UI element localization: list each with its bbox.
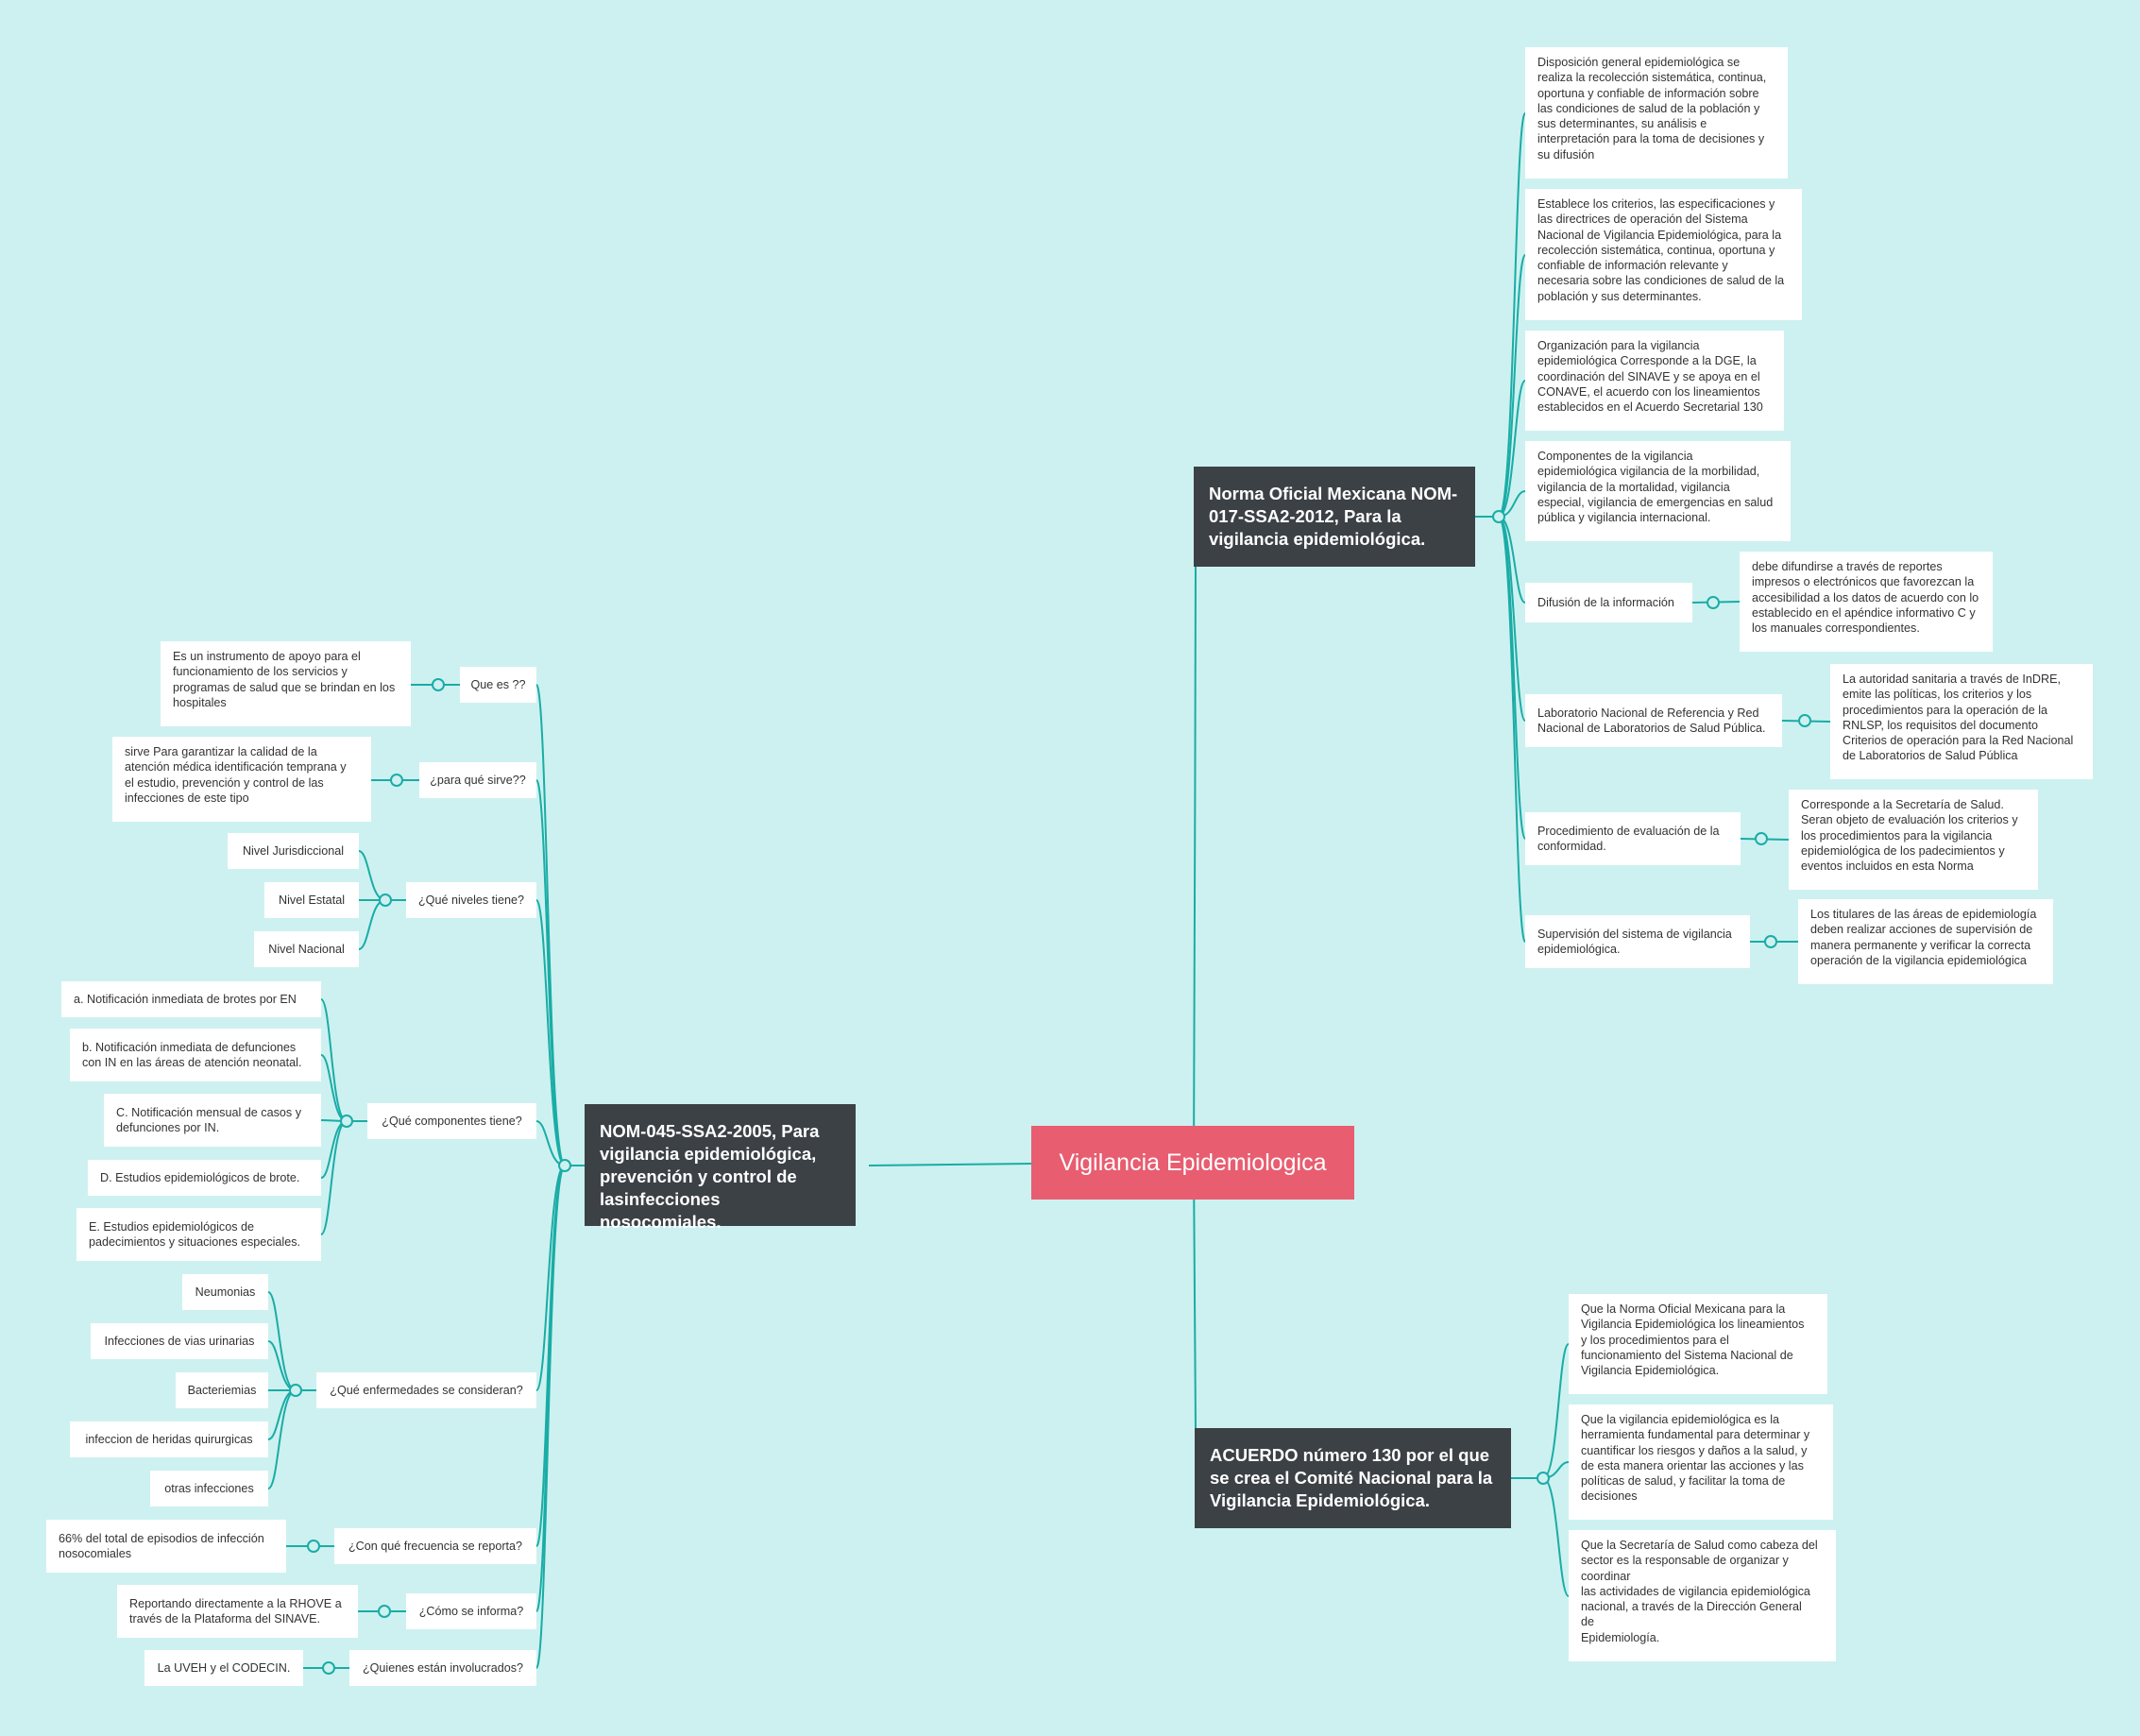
answer-bacteriemias[interactable]: Bacteriemias: [176, 1372, 268, 1408]
nom017-detail-supervision[interactable]: Los titulares de las áreas de epidemiolo…: [1798, 899, 2053, 984]
branch-acuerdo130[interactable]: ACUERDO número 130 por el que se crea el…: [1195, 1428, 1511, 1528]
connector-enfermedades: [267, 1389, 297, 1489]
central-topic[interactable]: Vigilancia Epidemiologica: [1031, 1126, 1354, 1200]
nom017-item-supervision[interactable]: Supervisión del sistema de vigilancia ep…: [1525, 915, 1750, 968]
question-niveles[interactable]: ¿Qué niveles tiene?: [406, 882, 536, 918]
acuerdo-knob: [1537, 1472, 1550, 1485]
question-para-que-sirve[interactable]: ¿para qué sirve??: [419, 762, 536, 798]
nom017-item-disposicion[interactable]: Disposición general epidemiológica se re…: [1525, 47, 1788, 179]
answer-componente-b[interactable]: b. Notificación inmediata de defunciones…: [70, 1029, 321, 1081]
question-componentes[interactable]: ¿Qué componentes tiene?: [367, 1103, 536, 1139]
nom017-item-establece[interactable]: Establece los criterios, las especificac…: [1525, 189, 1802, 320]
answer-heridas-quirurgicas[interactable]: infeccion de heridas quirurgicas: [70, 1421, 268, 1457]
question-knob: [432, 678, 445, 691]
connector-nom045: [535, 1165, 566, 1612]
branch-nom017-title: Norma Oficial Mexicana NOM-017-SSA2-2012…: [1209, 484, 1458, 549]
connector-central-acuerdo: [1193, 1163, 1197, 1429]
answer-componente-d[interactable]: D. Estudios epidemiológicos de brote.: [88, 1160, 321, 1196]
connector-nom017: [1498, 516, 1526, 722]
nom017-detail-knob: [1798, 714, 1811, 727]
branch-acuerdo130-title: ACUERDO número 130 por el que se crea el…: [1210, 1445, 1493, 1510]
connector-enfermedades: [267, 1389, 297, 1440]
question-enfermedades[interactable]: ¿Qué enfermedades se consideran?: [316, 1372, 536, 1408]
niveles-knob: [379, 894, 392, 907]
connector-niveles: [358, 899, 386, 950]
connector-nom045: [535, 899, 566, 1166]
nom017-item-difusion[interactable]: Difusión de la información: [1525, 583, 1692, 622]
connector-nom017: [1498, 112, 1526, 518]
question-knob: [378, 1605, 391, 1618]
answer-nivel-estatal[interactable]: Nivel Estatal: [264, 882, 359, 918]
connector-nom017: [1498, 380, 1526, 518]
connector-acuerdo: [1542, 1477, 1570, 1597]
answer-neumonias[interactable]: Neumonias: [182, 1274, 268, 1310]
question-knob: [307, 1540, 320, 1553]
acuerdo-item-herramienta[interactable]: Que la vigilancia epidemiológica es la h…: [1569, 1404, 1833, 1520]
connector-central-nom045: [868, 1163, 1032, 1166]
acuerdo-item-norma[interactable]: Que la Norma Oficial Mexicana para la Vi…: [1569, 1294, 1827, 1394]
answer-componente-e[interactable]: E. Estudios epidemiológicos de padecimie…: [76, 1208, 321, 1261]
answer-como-se-informa[interactable]: Reportando directamente a la RHOVE a tra…: [117, 1585, 358, 1638]
connector-nom045: [535, 684, 566, 1166]
answer-frecuencia[interactable]: 66% del total de episodios de infección …: [46, 1520, 286, 1573]
nom017-item-organizacion[interactable]: Organización para la vigilancia epidemio…: [1525, 331, 1784, 431]
nom017-item-procedimiento[interactable]: Procedimiento de evaluación de la confor…: [1525, 812, 1741, 865]
answer-quienes[interactable]: La UVEH y el CODECIN.: [144, 1650, 303, 1686]
answer-que-es[interactable]: Es un instrumento de apoyo para el funci…: [161, 641, 411, 726]
connector-enfermedades: [267, 1340, 297, 1391]
question-knob: [322, 1661, 335, 1675]
nom017-item-laboratorio[interactable]: Laboratorio Nacional de Referencia y Red…: [1525, 694, 1782, 747]
answer-componente-a[interactable]: a. Notificación inmediata de brotes por …: [61, 981, 321, 1017]
componentes-knob: [340, 1115, 353, 1128]
nom045-knob: [558, 1159, 571, 1172]
connector-nom045: [535, 1165, 566, 1669]
connector-nom017: [1498, 516, 1526, 943]
question-como-se-informa[interactable]: ¿Cómo se informa?: [406, 1593, 536, 1629]
connector-acuerdo: [1542, 1343, 1570, 1479]
nom017-detail-knob: [1764, 935, 1777, 948]
central-topic-label: Vigilancia Epidemiologica: [1059, 1149, 1327, 1176]
question-frecuencia[interactable]: ¿Con qué frecuencia se reporta?: [334, 1528, 536, 1564]
nom017-knob: [1492, 510, 1505, 523]
connector-nom017: [1498, 254, 1526, 518]
nom017-detail-procedimiento[interactable]: Corresponde a la Secretaría de Salud. Se…: [1789, 790, 2038, 890]
acuerdo-item-secretaria[interactable]: Que la Secretaría de Salud como cabeza d…: [1569, 1530, 1836, 1661]
answer-otras-infecciones[interactable]: otras infecciones: [150, 1471, 268, 1506]
answer-componente-c[interactable]: C. Notificación mensual de casos y defun…: [104, 1094, 321, 1147]
nom017-detail-difusion[interactable]: debe difundirse a través de reportes imp…: [1740, 552, 1993, 652]
question-knob: [390, 774, 403, 787]
connector-central-nom017: [1193, 566, 1197, 1165]
answer-nivel-jurisdiccional[interactable]: Nivel Jurisdiccional: [228, 833, 359, 869]
connector-nom045: [535, 1165, 566, 1391]
connector-componentes: [320, 998, 348, 1122]
connector-componentes: [320, 1054, 348, 1122]
answer-nivel-nacional[interactable]: Nivel Nacional: [254, 931, 359, 967]
enfermedades-knob: [289, 1384, 302, 1397]
answer-infecciones-urinarias[interactable]: Infecciones de vias urinarias: [91, 1323, 268, 1359]
connector-niveles: [358, 850, 386, 901]
nom017-detail-knob: [1707, 596, 1720, 609]
branch-nom045-title: NOM-045-SSA2-2005, Para vigilancia epide…: [600, 1121, 820, 1232]
question-quienes[interactable]: ¿Quienes están involucrados?: [349, 1650, 536, 1686]
branch-nom017[interactable]: Norma Oficial Mexicana NOM-017-SSA2-2012…: [1194, 467, 1475, 567]
answer-para-que-sirve[interactable]: sirve Para garantizar la calidad de la a…: [112, 737, 371, 822]
branch-nom045[interactable]: NOM-045-SSA2-2005, Para vigilancia epide…: [585, 1104, 856, 1232]
connector-nom045: [535, 779, 566, 1166]
question-que-es[interactable]: Que es ??: [460, 667, 536, 703]
nom017-detail-knob: [1755, 832, 1768, 845]
connector-enfermedades: [267, 1291, 297, 1391]
nom017-detail-laboratorio[interactable]: La autoridad sanitaria a través de InDRE…: [1830, 664, 2093, 779]
nom017-item-componentes[interactable]: Componentes de la vigilancia epidemiológ…: [1525, 441, 1791, 541]
